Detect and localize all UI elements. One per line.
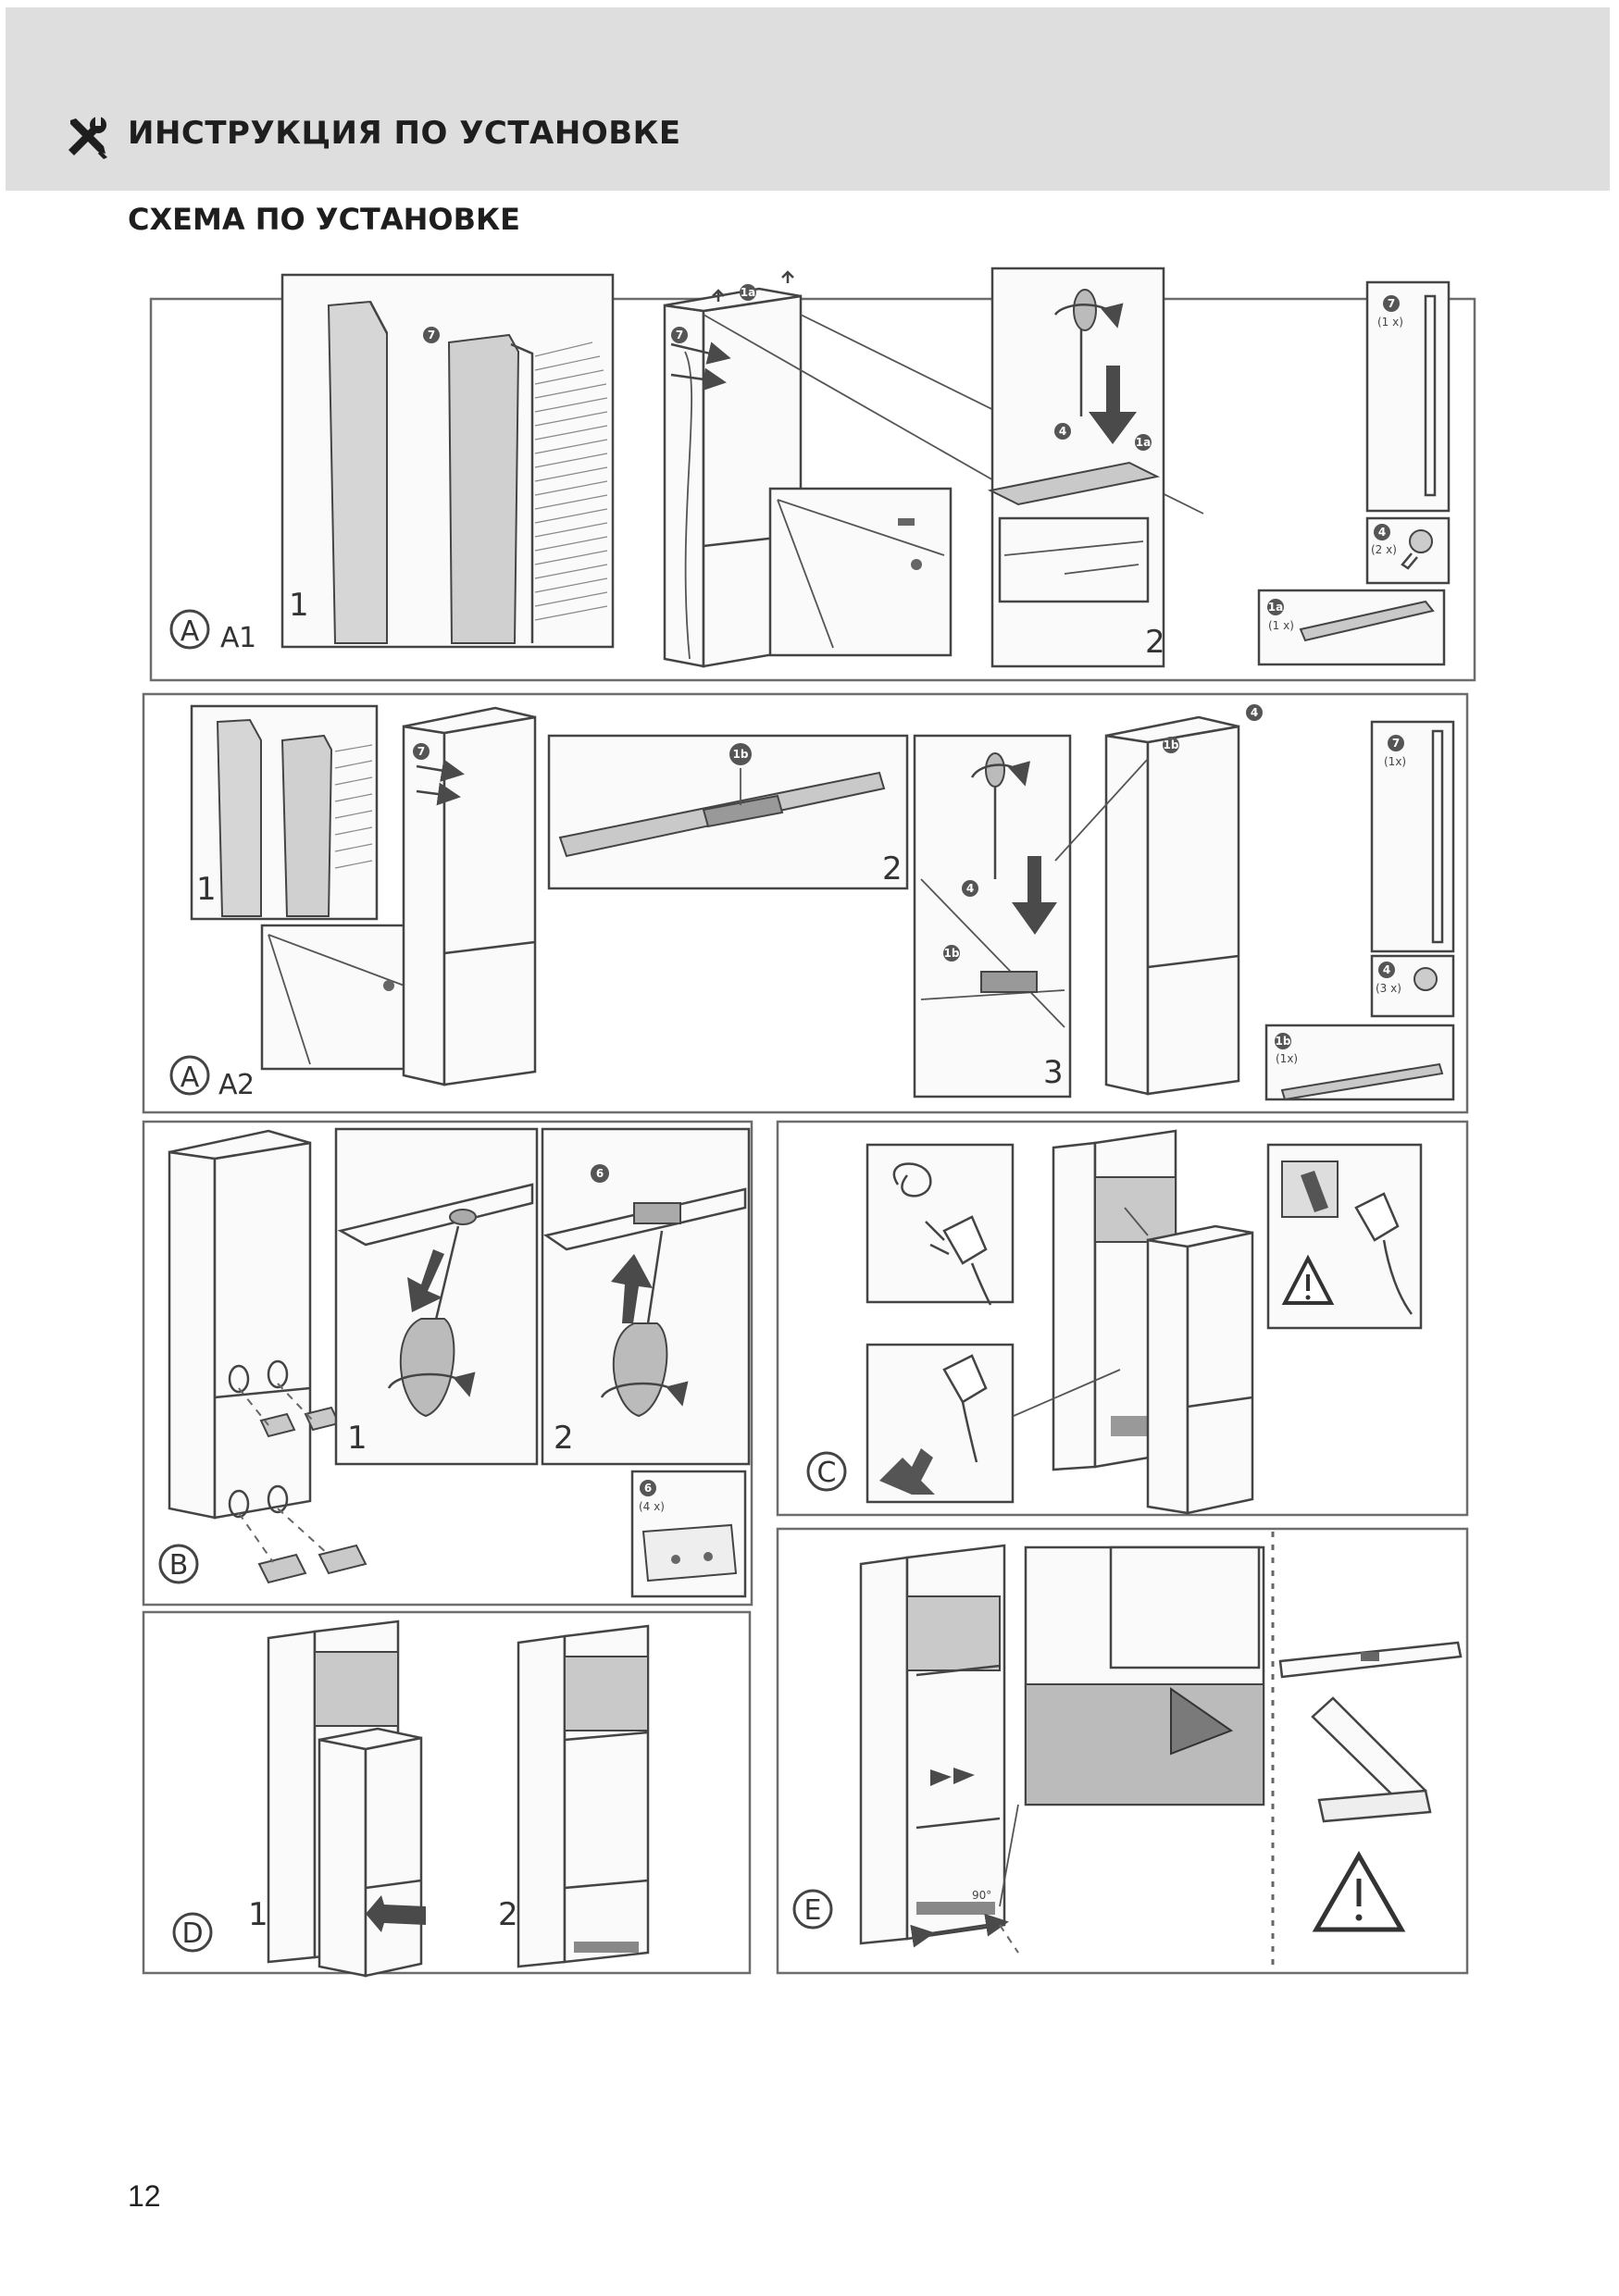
header-band bbox=[6, 7, 1610, 191]
badge-4: 4 bbox=[1059, 425, 1066, 438]
svg-text:4: 4 bbox=[1383, 963, 1390, 976]
svg-text:(1x): (1x) bbox=[1276, 1052, 1298, 1065]
svg-text:4: 4 bbox=[966, 882, 974, 895]
svg-text:1b: 1b bbox=[1276, 1035, 1291, 1048]
panel-d: 1 D 2 bbox=[142, 1610, 752, 1978]
panel-letter-a: A bbox=[220, 622, 240, 654]
svg-text:6: 6 bbox=[644, 1482, 652, 1495]
panel-letter-a: A bbox=[181, 615, 200, 648]
svg-text:6: 6 bbox=[596, 1167, 604, 1180]
svg-text:D: D bbox=[181, 1917, 203, 1950]
step-2: 2 bbox=[1145, 624, 1165, 661]
svg-text:7: 7 bbox=[1392, 737, 1400, 750]
svg-text:4: 4 bbox=[1378, 526, 1386, 539]
svg-text:(1 x): (1 x) bbox=[1268, 619, 1294, 632]
page-header-title: ИНСТРУКЦИЯ ПО УСТАНОВКЕ bbox=[128, 115, 681, 152]
svg-text:2: 2 bbox=[882, 850, 903, 887]
badge-1a: 1a bbox=[741, 286, 755, 299]
page-number: 12 bbox=[128, 2179, 161, 2213]
badge-7: 7 bbox=[428, 329, 435, 341]
svg-text:1b: 1b bbox=[733, 748, 749, 761]
svg-text:B: B bbox=[169, 1549, 189, 1582]
svg-text:7: 7 bbox=[417, 745, 425, 758]
svg-text:2: 2 bbox=[554, 1420, 574, 1457]
svg-text:7: 7 bbox=[1388, 297, 1395, 310]
svg-text:A: A bbox=[181, 1061, 200, 1094]
svg-text:(2 x): (2 x) bbox=[1371, 543, 1397, 556]
svg-text:1: 1 bbox=[347, 1420, 367, 1457]
panel-b: B 1 6 2 6 (4 x) bbox=[142, 1120, 753, 1607]
panel-a2: 1 7 1b 2 4 1b 3 1b 4 bbox=[142, 692, 1469, 1114]
svg-text:C: C bbox=[817, 1457, 837, 1489]
svg-text:(1x): (1x) bbox=[1384, 755, 1406, 768]
svg-text:7: 7 bbox=[676, 329, 683, 341]
svg-text:(3 x): (3 x) bbox=[1376, 982, 1401, 995]
svg-text:E: E bbox=[804, 1894, 822, 1927]
panel-a1: 7 1 A A 1 7 1a 4 1a 2 bbox=[149, 267, 1476, 682]
svg-text:(4 x): (4 x) bbox=[639, 1500, 665, 1513]
svg-text:90°: 90° bbox=[972, 1889, 991, 1902]
panel-e: 90° E bbox=[776, 1527, 1469, 1975]
svg-text:1b: 1b bbox=[1164, 738, 1179, 751]
svg-text:1a: 1a bbox=[1136, 436, 1151, 449]
step-1: 1 bbox=[289, 587, 309, 624]
section-title: СХЕМА ПО УСТАНОВКЕ bbox=[128, 202, 521, 237]
svg-text:2: 2 bbox=[237, 1069, 255, 1101]
svg-text:3: 3 bbox=[1043, 1054, 1064, 1091]
panel-c: C bbox=[776, 1120, 1469, 1517]
tools-icon bbox=[68, 117, 107, 159]
panel-sub-1: 1 bbox=[239, 622, 256, 654]
svg-text:4: 4 bbox=[1251, 706, 1258, 719]
svg-text:A: A bbox=[218, 1069, 238, 1101]
svg-text:1: 1 bbox=[196, 871, 217, 908]
svg-text:1: 1 bbox=[248, 1896, 268, 1933]
svg-text:2: 2 bbox=[498, 1896, 518, 1933]
part-qty: (1 x) bbox=[1377, 316, 1403, 329]
svg-text:1b: 1b bbox=[944, 947, 960, 960]
svg-text:1a: 1a bbox=[1268, 601, 1283, 614]
